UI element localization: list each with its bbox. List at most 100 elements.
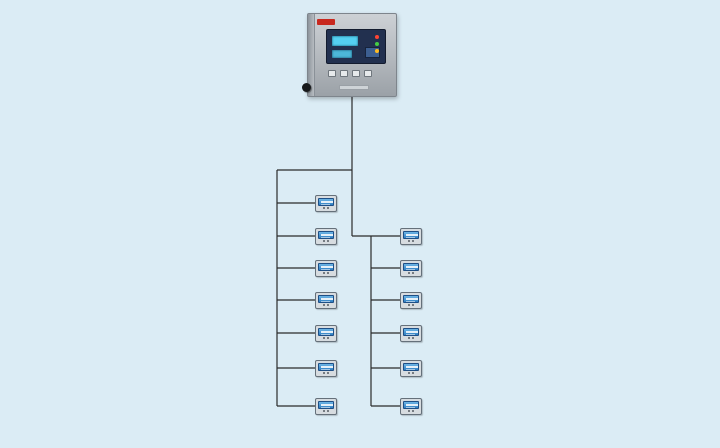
- sensor-module-right-5: [400, 360, 422, 377]
- sensor-terminal: [323, 240, 325, 242]
- sensor-module-left-2: [315, 228, 337, 245]
- indicator-led: [375, 35, 379, 39]
- lcd-readout-bottom: [332, 50, 352, 58]
- side-knob: [302, 83, 311, 92]
- sensor-terminal: [327, 337, 329, 339]
- sensor-display: [318, 231, 334, 239]
- sensor-display-line: [321, 301, 330, 302]
- sensor-display: [403, 401, 419, 409]
- sensor-display: [403, 295, 419, 303]
- sensor-display: [403, 328, 419, 336]
- model-label-plate: [339, 85, 369, 90]
- sensor-display-line: [321, 404, 333, 406]
- sensor-terminal: [412, 410, 414, 412]
- sensor-module-left-4: [315, 292, 337, 309]
- sensor-terminal: [323, 207, 325, 209]
- indicator-led: [375, 42, 379, 46]
- sensor-module-left-1: [315, 195, 337, 212]
- sensor-display-line: [406, 331, 418, 333]
- sensor-display-line: [406, 404, 418, 406]
- sensor-base: [318, 303, 334, 307]
- sensor-display: [318, 295, 334, 303]
- sensor-base: [403, 239, 419, 243]
- sensor-terminal: [323, 272, 325, 274]
- sensor-terminal: [408, 372, 410, 374]
- sensor-terminal: [408, 304, 410, 306]
- sensor-terminal: [412, 304, 414, 306]
- sensor-base: [318, 239, 334, 243]
- sensor-terminal: [323, 337, 325, 339]
- sensor-display: [318, 263, 334, 271]
- sensor-display-line: [321, 366, 333, 368]
- sensor-base: [403, 303, 419, 307]
- sensor-display-line: [406, 334, 415, 335]
- sensor-display-line: [406, 237, 415, 238]
- controller-side-strip: [308, 14, 315, 96]
- sensor-display-line: [406, 369, 415, 370]
- sensor-terminal: [408, 272, 410, 274]
- sensor-base: [403, 271, 419, 275]
- panel-button: [340, 70, 348, 77]
- panel-button-row: [328, 70, 372, 77]
- sensor-terminal: [412, 372, 414, 374]
- sensor-display-line: [406, 234, 418, 236]
- brand-logo: [317, 19, 335, 25]
- controller-display-panel: [326, 29, 386, 64]
- sensor-display-line: [321, 201, 333, 203]
- sensor-display-line: [321, 269, 330, 270]
- panel-button: [328, 70, 336, 77]
- sensor-terminal: [323, 372, 325, 374]
- branch-lines: [277, 202, 402, 407]
- sensor-display: [318, 198, 334, 206]
- sensor-display: [403, 231, 419, 239]
- sensor-module-right-2: [400, 260, 422, 277]
- sensor-display-line: [321, 234, 333, 236]
- sensor-terminal: [323, 304, 325, 306]
- sensor-display-line: [321, 204, 330, 205]
- sensor-base: [318, 409, 334, 413]
- sensor-display-line: [321, 334, 330, 335]
- sensor-base: [403, 409, 419, 413]
- sensor-display: [318, 328, 334, 336]
- sensor-display: [403, 263, 419, 271]
- panel-button: [352, 70, 360, 77]
- sensor-base: [318, 206, 334, 210]
- sensor-display-line: [321, 407, 330, 408]
- sensor-terminal: [408, 337, 410, 339]
- sensor-terminal: [412, 337, 414, 339]
- indicator-leds: [375, 35, 379, 53]
- trunk-lines: [276, 96, 372, 406]
- sensor-module-left-6: [315, 360, 337, 377]
- sensor-terminal: [327, 304, 329, 306]
- sensor-module-right-3: [400, 292, 422, 309]
- sensor-terminal: [327, 207, 329, 209]
- sensor-module-left-7: [315, 398, 337, 415]
- sensor-display-line: [321, 369, 330, 370]
- sensor-terminal: [327, 272, 329, 274]
- sensor-display-line: [406, 298, 418, 300]
- sensor-display-line: [406, 301, 415, 302]
- sensor-terminal: [323, 410, 325, 412]
- alarm-controller: [302, 13, 397, 97]
- indicator-led: [375, 49, 379, 53]
- sensor-display: [403, 363, 419, 371]
- panel-button: [364, 70, 372, 77]
- sensor-base: [318, 371, 334, 375]
- sensor-display-line: [321, 298, 333, 300]
- sensor-module-right-6: [400, 398, 422, 415]
- sensor-module-left-3: [315, 260, 337, 277]
- sensor-base: [318, 271, 334, 275]
- sensor-base: [318, 336, 334, 340]
- sensor-terminal: [327, 410, 329, 412]
- sensor-base: [403, 336, 419, 340]
- sensor-display-line: [406, 269, 415, 270]
- sensor-terminal: [408, 240, 410, 242]
- sensor-display-line: [321, 266, 333, 268]
- sensor-module-right-4: [400, 325, 422, 342]
- sensor-terminal: [412, 272, 414, 274]
- sensor-terminal: [408, 410, 410, 412]
- sensor-display: [318, 363, 334, 371]
- sensor-terminal: [327, 240, 329, 242]
